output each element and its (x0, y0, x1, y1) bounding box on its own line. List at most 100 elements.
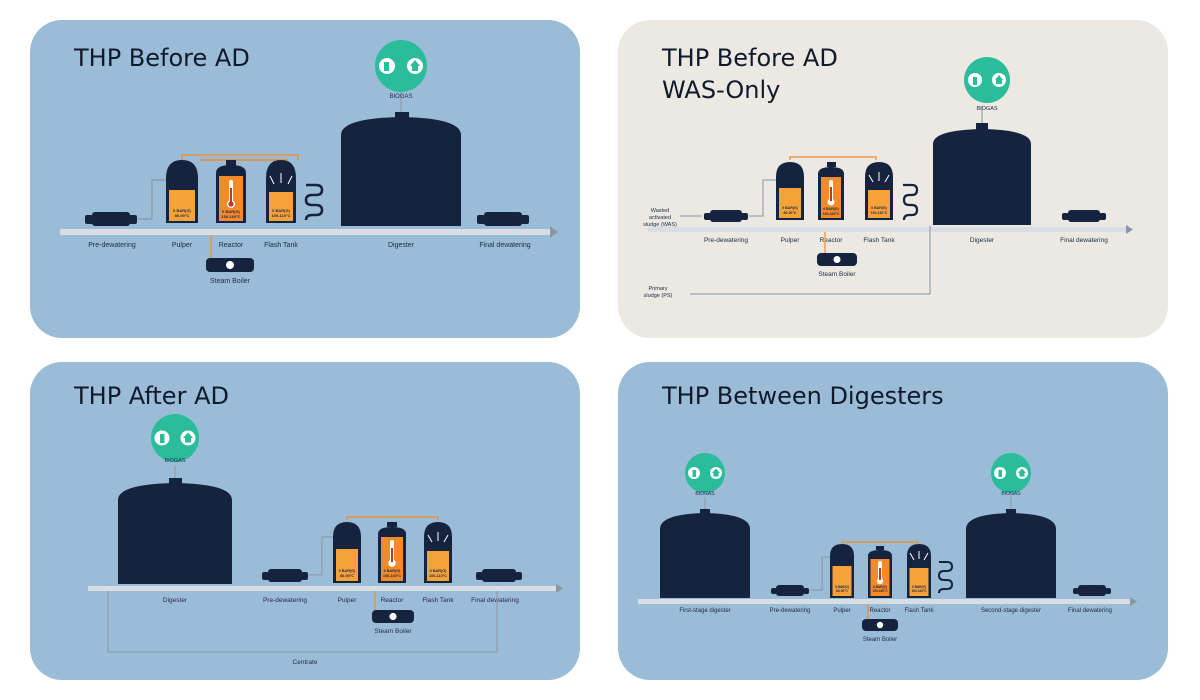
biogas-label-2: BIOGAS (1001, 491, 1021, 497)
heat-exchanger-coil (304, 183, 324, 221)
main-pipe (648, 227, 1126, 232)
flow-arrow (556, 584, 563, 593)
heat-exchanger-coil (937, 561, 954, 594)
main-pipe (60, 229, 550, 235)
main-pipe (638, 599, 1130, 604)
flash-tank-pressure: 0 BAR(G) (912, 585, 926, 589)
steam-boiler-label: Steam Boiler (374, 628, 412, 635)
biogas-icon (685, 453, 725, 493)
flash-tank-label: Flash Tank (422, 597, 454, 604)
biogas-label: BIOGAS (389, 94, 412, 100)
flash-tank-vessel (865, 162, 893, 220)
pulper-label: Pulper (172, 242, 193, 249)
reactor-vessel (868, 546, 892, 598)
title-line: THP Before AD (74, 44, 250, 72)
title-line: THP Between Digesters (662, 382, 944, 410)
predewatering-label: Pre-dewatering (88, 242, 136, 249)
pulper-label: Pulper (338, 597, 358, 604)
reactor-temp: 150-160°C (823, 212, 840, 216)
panel-thp-between-digesters: THP Between Digesters First-stage digest… (618, 362, 1168, 680)
digester-tank (341, 112, 461, 226)
biogas-label: BIOGAS (695, 491, 715, 497)
digester-label: Digester (163, 597, 188, 604)
title-line: THP Before AD (662, 44, 838, 72)
panel-title: THP Before AD WAS-Only (662, 42, 838, 106)
was-input-label: Wasted (651, 208, 669, 214)
reactor-temp: 150-160°C (872, 589, 888, 593)
centrate-label: Centrate (293, 659, 318, 666)
reactor-temp: 150-160°C (383, 574, 401, 578)
final-dewatering-unit (477, 212, 529, 226)
pulper-label: Pulper (833, 608, 850, 614)
title-line: WAS-Only (662, 76, 781, 104)
panel-thp-after-ad: THP After AD Digester BIOGAS Pre-dewater… (30, 362, 580, 680)
panel-thp-before-ad-was-only: THP Before AD WAS-Only Wasted activated … (618, 20, 1168, 338)
reactor-label: Reactor (820, 237, 844, 244)
predewatering-unit (262, 569, 308, 582)
process-diagram: Pre-dewatering 0 BAR(G) 80-90°C Pulper 6… (60, 40, 558, 285)
steam-boiler (372, 610, 414, 623)
steam-boiler (206, 258, 254, 272)
pulper-pressure: 0 BAR(G) (835, 585, 849, 589)
predewatering-label: Pre-dewatering (770, 608, 811, 614)
pulper-pressure: 0 BAR(G) (782, 206, 798, 210)
reactor-vessel (216, 160, 246, 223)
steam-boiler-label: Steam Boiler (818, 271, 856, 278)
primary-input-label: Primary (649, 286, 668, 292)
centrate-return-line (107, 591, 498, 653)
reactor-label: Reactor (381, 597, 405, 604)
reactor-pressure: 6 BAR(G) (823, 207, 839, 211)
reactor-label: Reactor (219, 242, 244, 249)
primary-sludge-line (690, 226, 931, 295)
flow-arrow (1126, 225, 1133, 234)
panel-title: THP Between Digesters (662, 380, 944, 412)
flash-tank-pressure: 0 BAR(G) (272, 208, 290, 213)
reactor-label: Reactor (869, 608, 890, 614)
primary-input-label: sludge (PS) (644, 293, 673, 299)
flow-arrow (550, 226, 558, 238)
panel-thp-before-ad: THP Before AD Pre-dewatering 0 BAR(G) 80… (30, 20, 580, 338)
digester-tank (933, 123, 1031, 225)
heat-exchanger-coil (902, 183, 919, 221)
was-input-label: activated (649, 215, 671, 221)
first-digester-tank (660, 509, 750, 598)
pulper-vessel (830, 544, 854, 598)
pulper-temp: 80-90°C (340, 574, 354, 578)
reactor-temp: 150-160°C (221, 214, 240, 219)
digester-label: Digester (388, 242, 415, 249)
steam-boiler-label: Steam Boiler (210, 278, 251, 285)
pulper-temp: 80-90°C (836, 589, 848, 593)
digester-tank (118, 478, 232, 584)
flash-tank-temp: 100-110°C (871, 211, 888, 215)
panel-title: THP After AD (74, 380, 229, 412)
biogas-icon (991, 453, 1031, 493)
flash-tank-vessel (424, 522, 452, 583)
steam-boiler-label: Steam Boiler (863, 637, 897, 643)
pulper-vessel (333, 522, 361, 583)
final-dewatering-label: Final dewatering (1060, 237, 1108, 244)
biogas-icon (151, 414, 199, 462)
final-dewatering-unit (1073, 585, 1111, 596)
pulper-vessel (166, 160, 198, 223)
reactor-pressure: 6 BAR(G) (384, 569, 402, 573)
flash-tank-temp: 100-110°C (911, 589, 927, 593)
process-diagram: First-stage digester BIOGAS Pre-dewateri… (638, 453, 1137, 643)
pulper-temp: 80-90°C (175, 213, 190, 218)
process-diagram: Digester BIOGAS Pre-dewatering 0 BAR(G) … (88, 414, 563, 666)
biogas-icon (375, 40, 427, 92)
flash-tank-pressure: 0 BAR(G) (430, 569, 448, 573)
process-diagram: Wasted activated sludge (WAS) Pre-dewate… (643, 57, 1133, 299)
steam-boiler (817, 253, 857, 266)
reactor-pressure: 6 BAR(G) (873, 585, 887, 589)
second-digester-tank (966, 509, 1056, 598)
predewatering-unit (704, 210, 748, 222)
flash-tank-vessel (266, 160, 296, 223)
pulper-pressure: 0 BAR(G) (339, 569, 357, 573)
flash-tank-vessel (907, 544, 931, 598)
flash-tank-label: Flash Tank (863, 237, 895, 244)
flash-tank-label: Flash Tank (905, 608, 935, 614)
final-dewatering-unit (1062, 210, 1106, 222)
final-dewatering-unit (476, 569, 522, 582)
final-dewatering-label: Final dewatering (471, 597, 519, 604)
flash-tank-label: Flash Tank (264, 242, 298, 249)
